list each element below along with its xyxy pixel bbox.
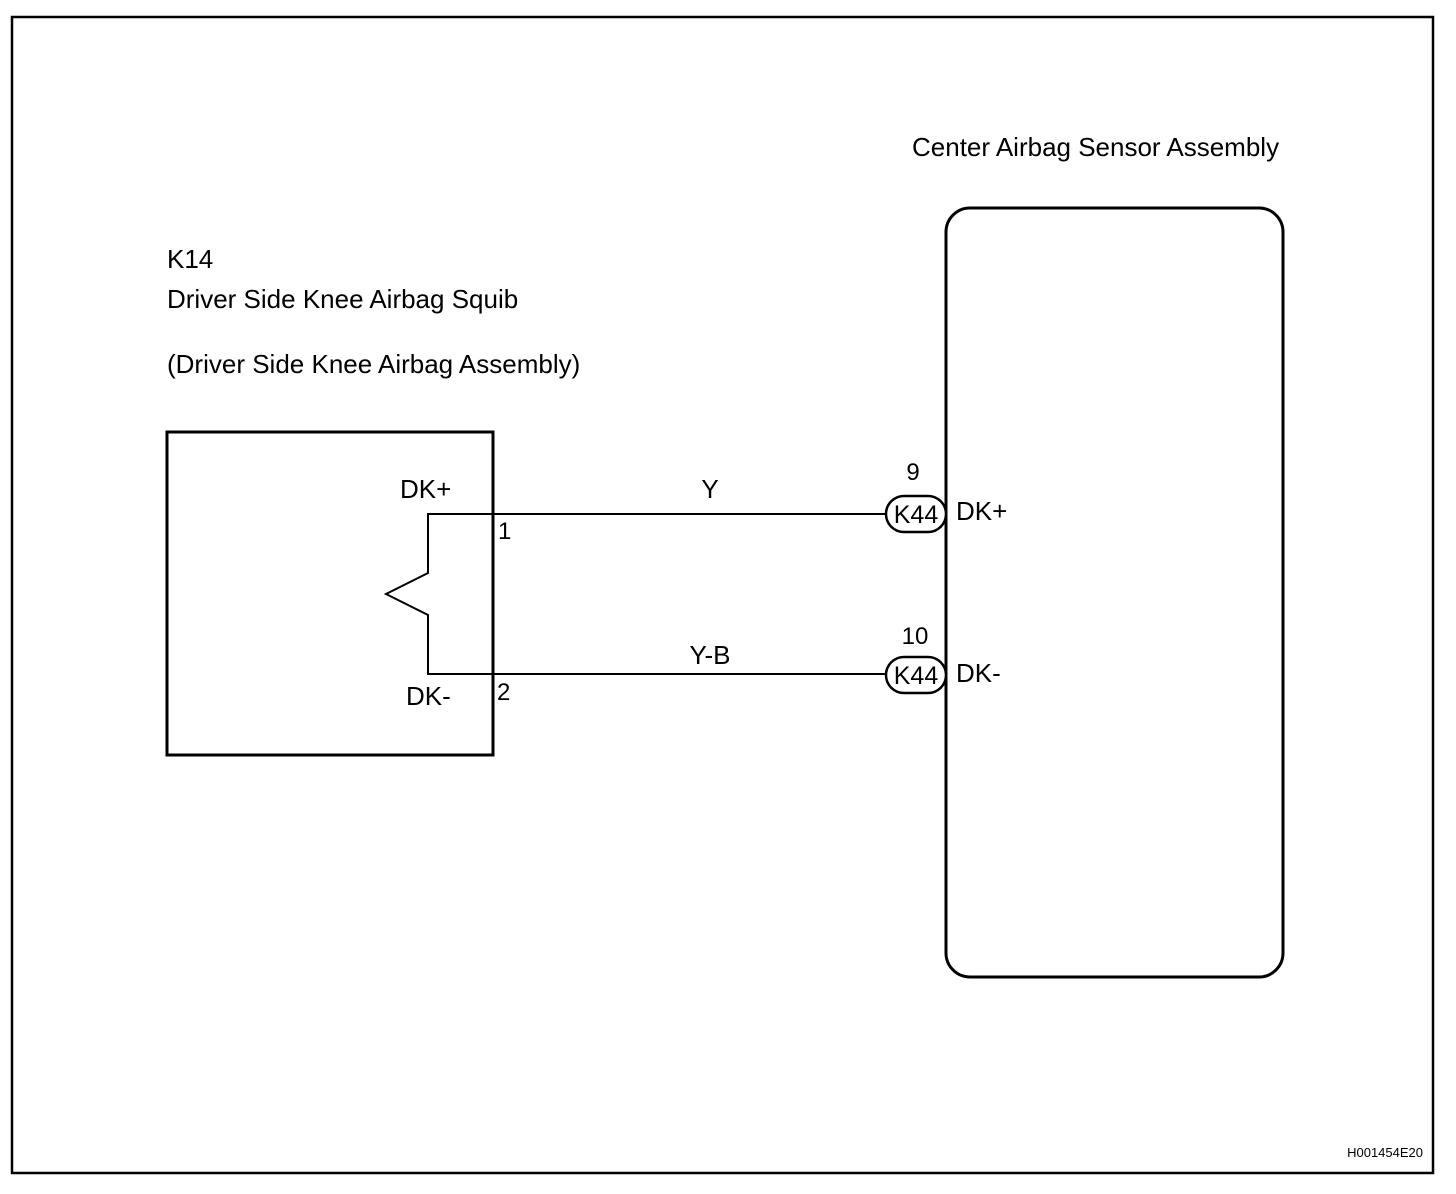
squib-name: Driver Side Knee Airbag Squib (167, 284, 518, 314)
wire-upper-color: Y (701, 474, 718, 504)
squib-pin-plus-number: 1 (498, 518, 511, 545)
connector-plus (884, 494, 948, 534)
connector-plus-code: K44 (894, 501, 939, 529)
squib-assembly: (Driver Side Knee Airbag Assembly) (167, 349, 580, 379)
sensor-name: Center Airbag Sensor Assembly (912, 132, 1279, 162)
squib-pin-plus-label: DK+ (400, 474, 451, 504)
sensor-pin-minus-label: DK- (956, 658, 1001, 688)
connector-minus-code: K44 (894, 662, 939, 690)
figure-code: H001454E20 (1347, 1145, 1423, 1160)
sensor-pin-plus-number: 9 (906, 459, 919, 486)
sensor-box (944, 206, 1285, 979)
squib-box (165, 430, 495, 757)
sensor-pin-minus-number: 10 (902, 623, 929, 650)
squib-element (383, 513, 493, 675)
connector-minus (884, 655, 948, 695)
squib-pin-minus-label: DK- (406, 681, 451, 711)
wire-lower-color: Y-B (690, 640, 731, 670)
sensor-pin-plus-label: DK+ (956, 496, 1007, 526)
squib-code: K14 (167, 244, 213, 274)
squib-pin-minus-number: 2 (497, 679, 510, 706)
diagram-frame (10, 15, 1435, 1175)
